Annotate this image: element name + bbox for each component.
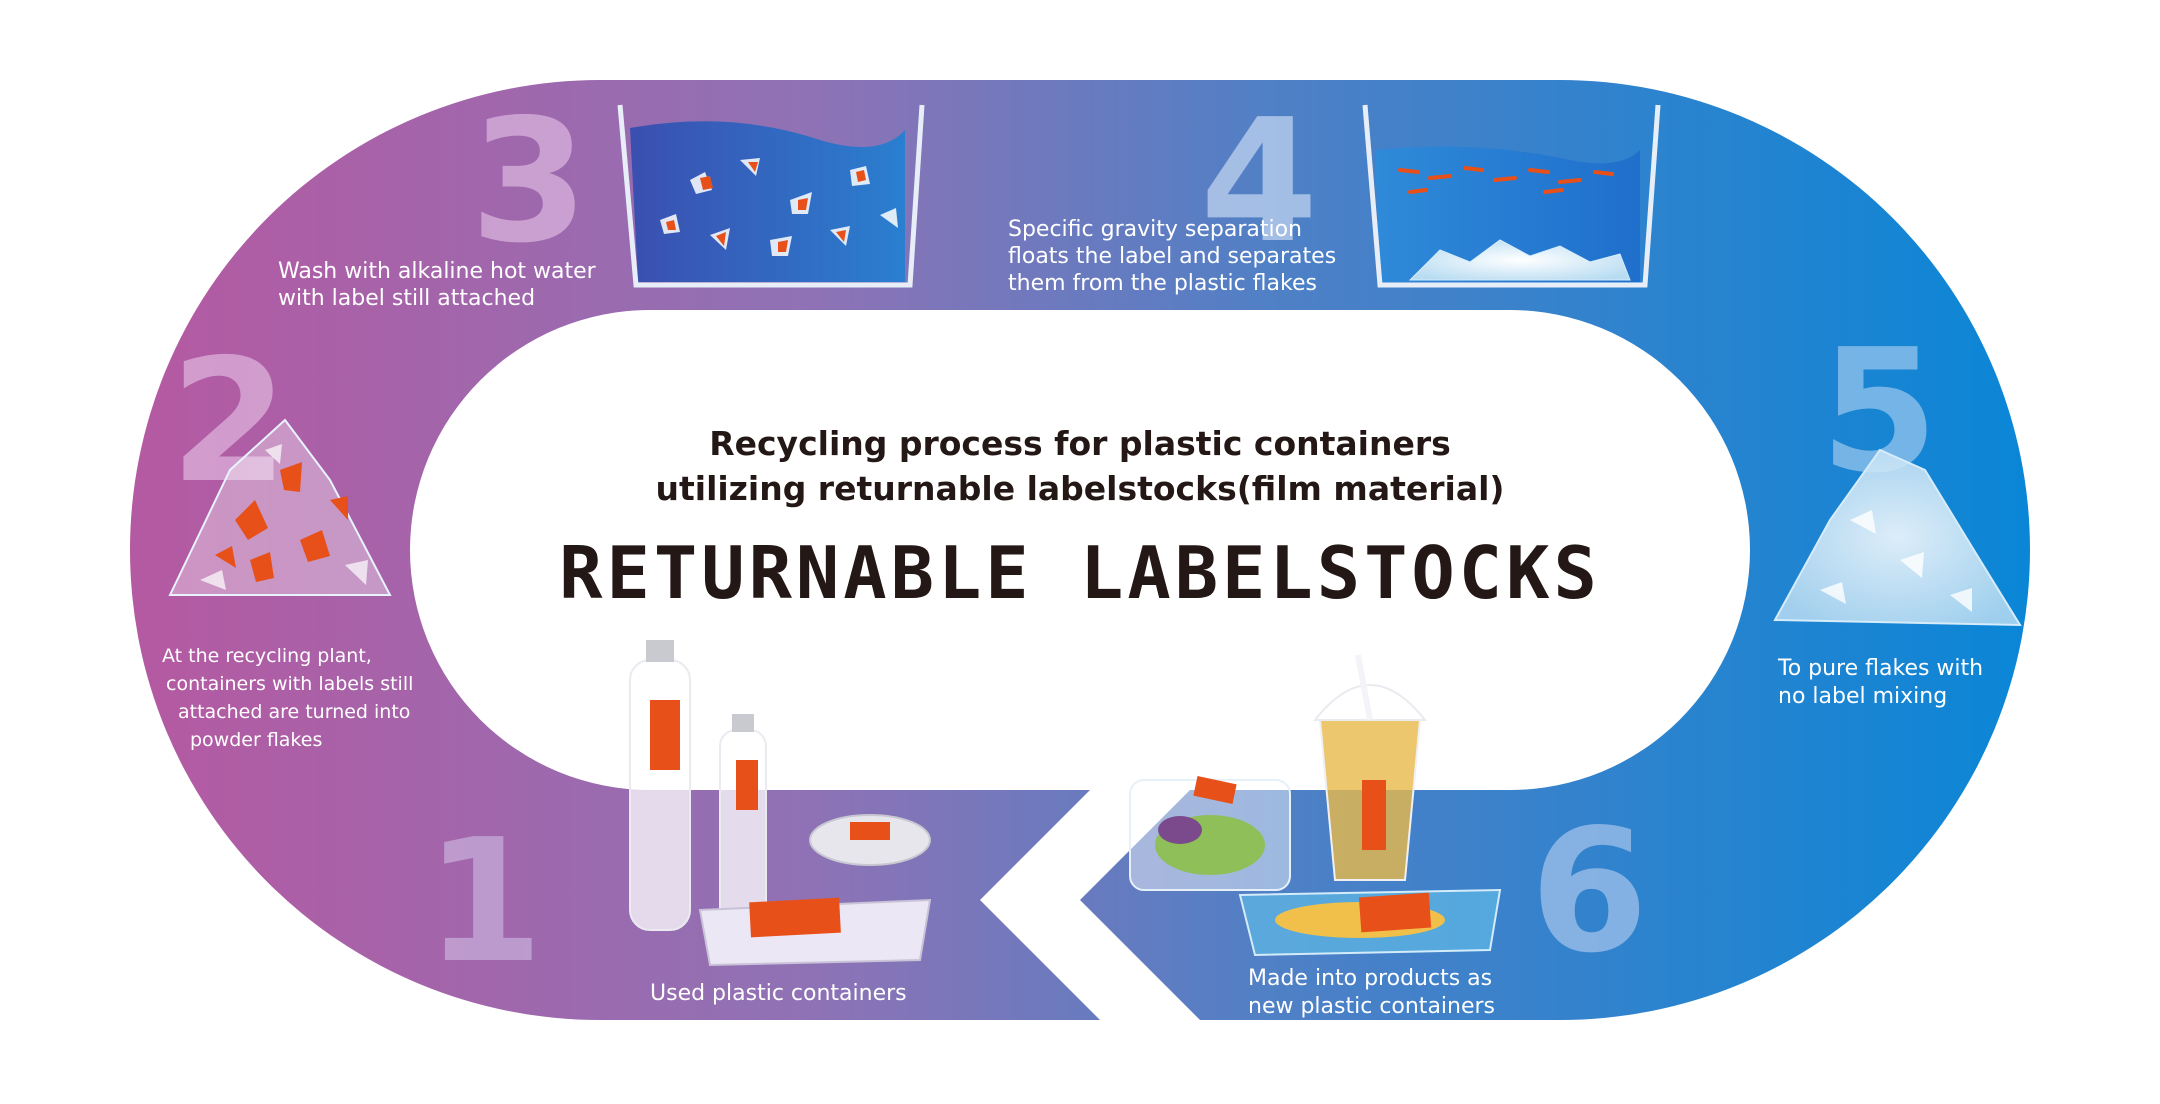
step-3-caption-line-2: with label still attached — [278, 286, 535, 311]
separation-tank-illustration — [1362, 104, 1661, 288]
arrow-gap — [980, 780, 1210, 1030]
step-6-caption-line-1: Made into products as — [1248, 966, 1492, 991]
mixed-flake-pile-illustration — [168, 418, 392, 596]
new-containers-illustration — [1129, 654, 1502, 957]
step-4-caption-line-3: them from the plastic flakes — [1008, 271, 1317, 296]
wash-tank-illustration — [617, 104, 925, 288]
title-line-1: Recycling process for plastic containers — [709, 424, 1451, 463]
title-main: RETURNABLE LABELSTOCKS — [559, 531, 1601, 615]
step-4-number: 4 — [1200, 83, 1318, 281]
step-6-caption-line-2: new plastic containers — [1248, 994, 1495, 1019]
step-3-caption-line-1: Wash with alkaline hot water — [278, 259, 597, 284]
title-line-2: utilizing returnable labelstocks(film ma… — [655, 469, 1504, 508]
step-2-caption: At the recycling plant, containers with … — [162, 645, 413, 751]
step-5-caption-line-2: no label mixing — [1778, 684, 1947, 709]
pure-flake-pile-illustration — [1773, 448, 2022, 627]
step-2-caption-line-4: powder flakes — [190, 729, 322, 751]
step-3-number: 3 — [470, 83, 588, 281]
step-2-caption-line-3: attached are turned into — [178, 701, 410, 723]
step-3-caption: Wash with alkaline hot water with label … — [278, 259, 597, 311]
step-2-caption-line-1: At the recycling plant, — [162, 645, 372, 667]
step-2-number: 2 — [170, 323, 288, 521]
step-6-caption: Made into products as new plastic contai… — [1248, 966, 1495, 1019]
step-4-caption-line-2: floats the label and separates — [1008, 244, 1336, 269]
step-2-caption-line-2: containers with labels still — [166, 673, 413, 695]
step-5-caption-line-1: To pure flakes with — [1777, 656, 1983, 681]
step-4-caption-line-1: Specific gravity separation — [1008, 217, 1302, 242]
used-containers-illustration — [629, 640, 932, 967]
step-6-number: 6 — [1530, 793, 1648, 991]
step-4-caption: Specific gravity separation floats the l… — [1008, 217, 1336, 296]
step-1-caption-line-1: Used plastic containers — [650, 981, 907, 1006]
step-5-caption: To pure flakes with no label mixing — [1777, 656, 1983, 709]
step-1-number: 1 — [425, 803, 543, 1001]
step-1-caption: Used plastic containers — [650, 981, 907, 1006]
